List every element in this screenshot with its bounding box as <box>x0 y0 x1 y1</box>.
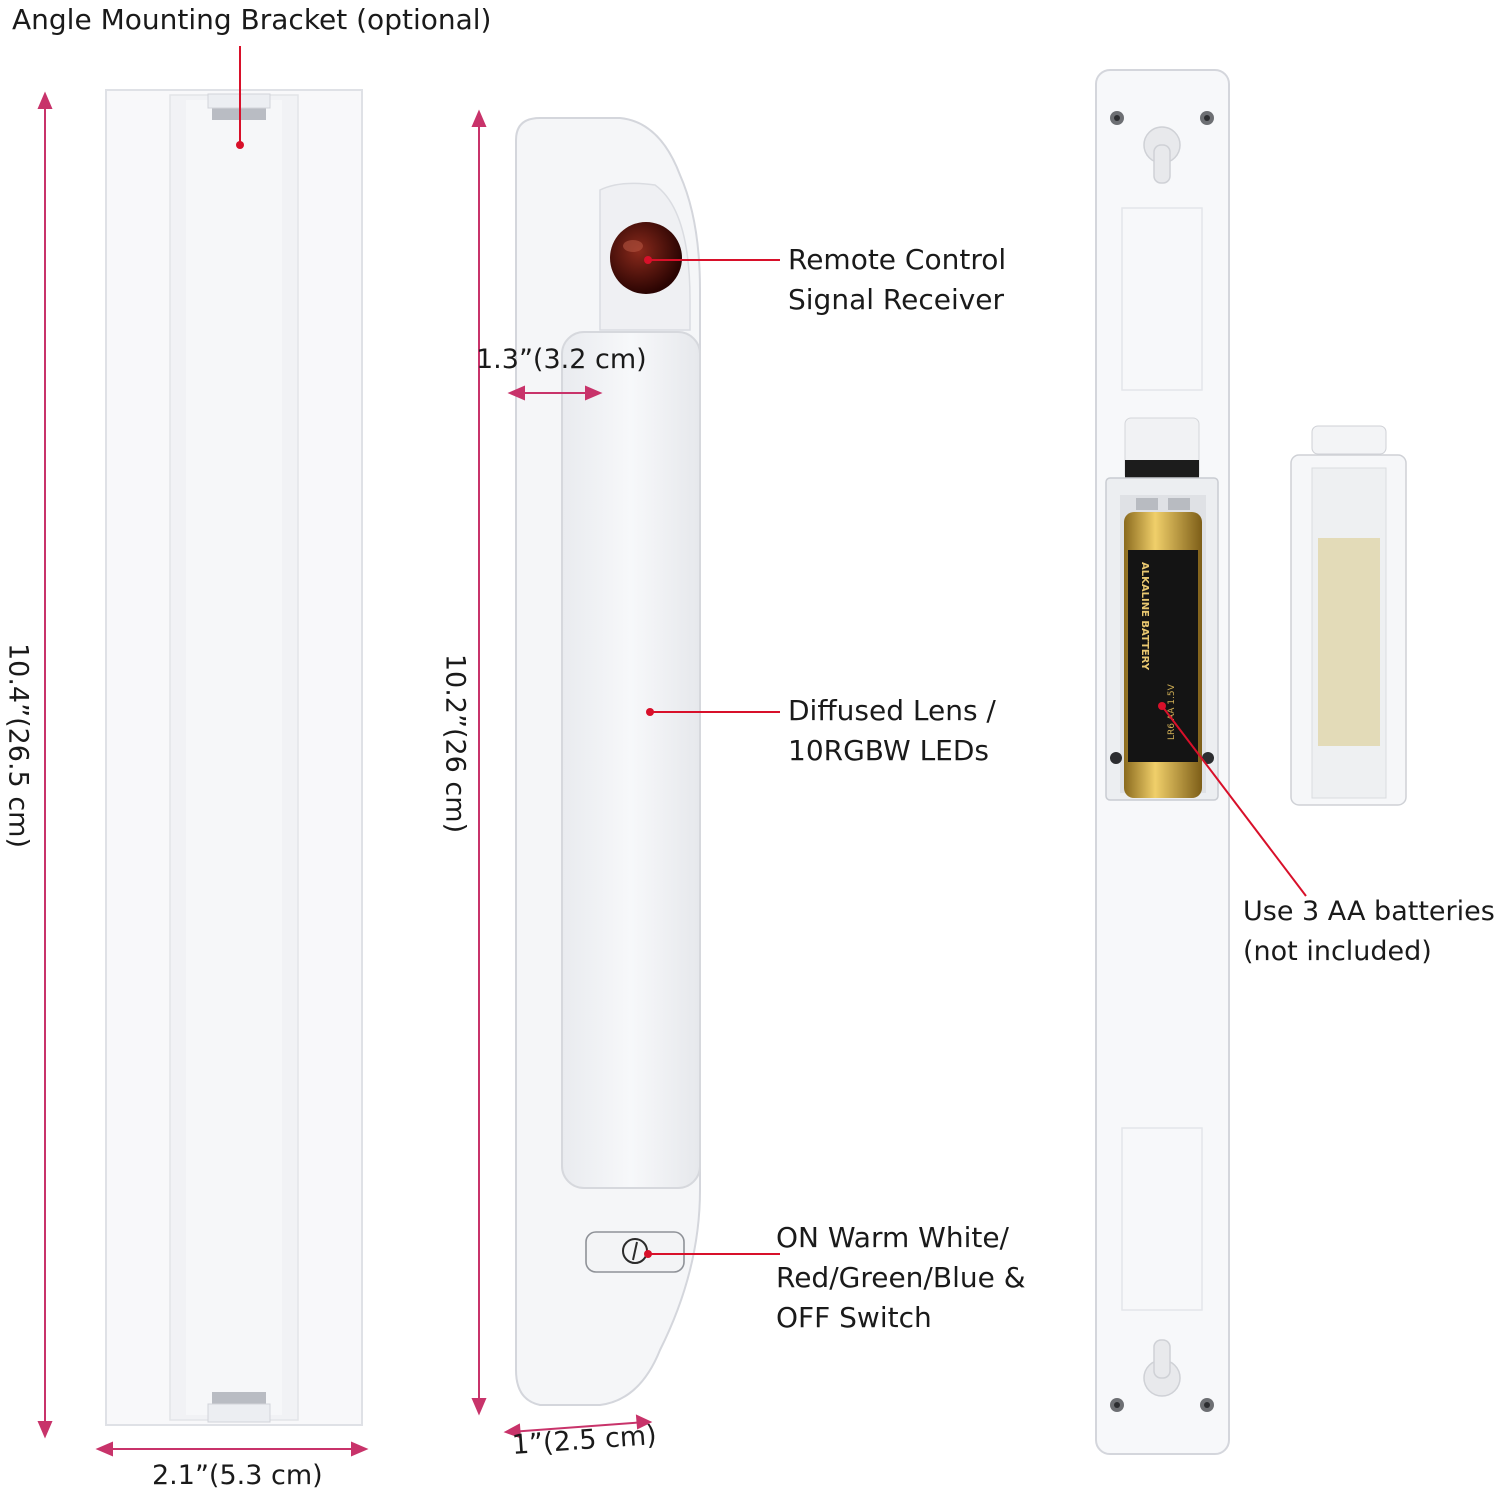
receiver-label-line2: Signal Receiver <box>788 283 1005 316</box>
battery-brand: ALKALINE BATTERY <box>1139 562 1150 671</box>
bracket-width-label: 2.1”(5.3 cm) <box>152 1460 323 1491</box>
battery-label-line1: Use 3 AA batteries <box>1243 896 1495 927</box>
switch-label-line2: Red/Green/Blue & <box>776 1261 1026 1294</box>
diffused-lens <box>561 331 701 1189</box>
adhesive-pad <box>1318 538 1380 746</box>
screw-icon <box>1110 111 1214 1412</box>
battery-size: LR6 AA 1.5V <box>1167 683 1177 740</box>
bracket-height-label: 10.4”(26.5 cm) <box>2 642 34 849</box>
light-bar-back: ALKALINE BATTERY LR6 AA 1.5V <box>1095 69 1230 1455</box>
battery-cover <box>1290 425 1407 806</box>
light-bar <box>515 117 701 1406</box>
aa-battery: ALKALINE BATTERY LR6 AA 1.5V <box>1124 498 1202 798</box>
lens-label-line2: 10RGBW LEDs <box>788 734 990 767</box>
dimension-lines <box>37 91 653 1457</box>
receiver-label-line1: Remote Control <box>788 243 1007 276</box>
light-height-label: 10.2”(26 cm) <box>439 653 471 834</box>
switch-label-line1: ON Warm White/ <box>776 1221 1009 1254</box>
lens-label-line1: Diffused Lens / <box>788 694 996 727</box>
bracket-label: Angle Mounting Bracket (optional) <box>12 3 492 36</box>
keyhole-icon <box>1143 126 1181 1397</box>
battery-label-line2: (not included) <box>1243 936 1432 967</box>
light-top-width-label: 1.3”(3.2 cm) <box>476 344 647 375</box>
switch-label-line3: OFF Switch <box>776 1301 932 1334</box>
callout-lines <box>236 46 1307 1258</box>
angle-mounting-bracket <box>105 89 363 1426</box>
